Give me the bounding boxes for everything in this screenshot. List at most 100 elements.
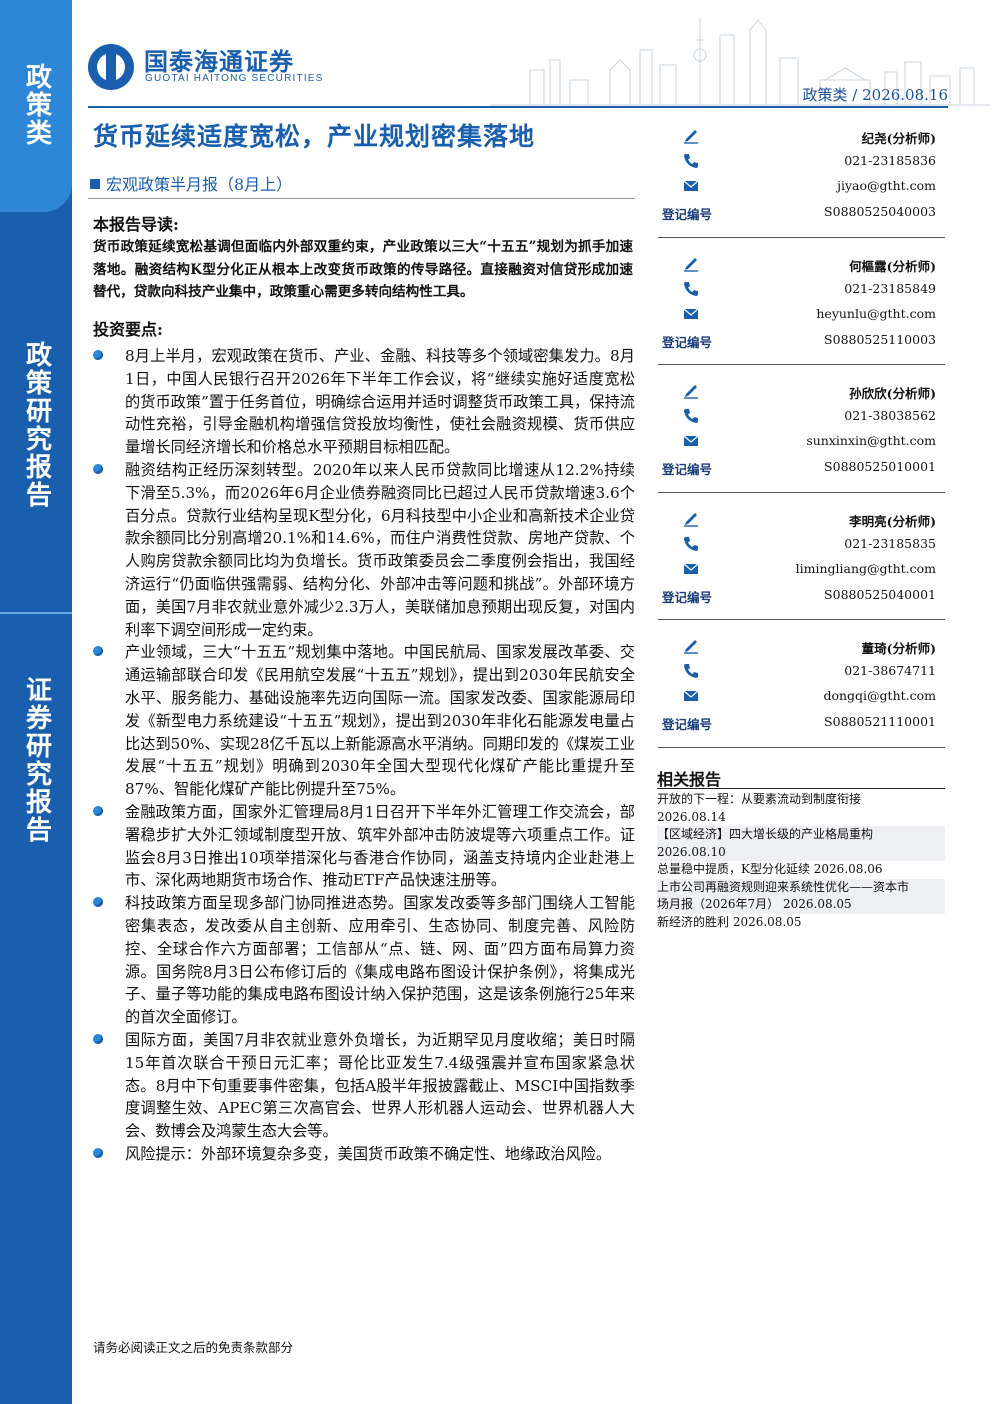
bullet-icon [93, 805, 103, 816]
guide-heading: 本报告导读: [93, 215, 179, 234]
analyst-name: 董琦(分析师) [861, 641, 936, 656]
analyst-email[interactable]: jiyao@gtht.com [837, 178, 936, 193]
pen-icon [682, 510, 700, 528]
analyst-email-row: sunxinxin@gtht.com [658, 430, 945, 454]
city-skyline-icon [490, 18, 990, 106]
analyst-email-row: jiyao@gtht.com [658, 175, 945, 199]
analyst-phone-row: 021-23185849 [658, 278, 945, 302]
analyst-card: 孙欣欣(分析师) 021-38038562 sunxinxin@gtht.com 登记… [658, 377, 945, 505]
analyst-reg-row: 登记编号 S0880525010001 [658, 456, 945, 480]
registration-label: 登记编号 [662, 589, 713, 605]
bullet-icon [93, 1033, 103, 1044]
phone-icon [682, 152, 700, 170]
registration-number: S0880521110001 [824, 714, 936, 729]
related-report-link[interactable]: 新经济的胜利 2026.08.05 [657, 914, 802, 929]
sidebar-tab-policy [0, 0, 72, 212]
point-text: 产业领域，三大“十五五”规划集中落地。中国民航局、国家发展改革委、交通运输部联合… [125, 643, 635, 799]
sidebar: 政策类 政策研究报告 证券研究报告 [0, 0, 72, 1404]
analyst-divider [658, 364, 945, 365]
analyst-divider [658, 619, 945, 620]
mail-icon [682, 560, 700, 578]
analyst-email[interactable]: dongqi@gtht.com [823, 688, 936, 703]
analyst-email-row: heyunlu@gtht.com [658, 303, 945, 327]
document-category-date: 政策类 / 2026.08.16 [802, 86, 948, 104]
logo-name-en: GUOTAI HAITONG SECURITIES [145, 73, 324, 84]
related-reports-heading: 相关报告 [657, 770, 722, 789]
header-divider [88, 106, 948, 108]
analyst-divider [658, 236, 945, 238]
analyst-name-row: 李明亮(分析师) [658, 508, 945, 532]
analyst-email[interactable]: sunxinxin@gtht.com [806, 433, 936, 448]
analyst-phone-row: 021-23185836 [658, 150, 945, 174]
analyst-email[interactable]: heyunlu@gtht.com [816, 305, 936, 321]
analyst-divider [658, 746, 945, 748]
phone-icon [682, 280, 700, 298]
related-report-link[interactable]: 上市公司再融资规则迎来系统性优化——资本市 [657, 878, 945, 896]
square-bullet-icon [90, 179, 100, 189]
list-item: 国际方面，美国7月非农就业意外负增长，为近期罕见月度收缩；美日时隔15年首次联合… [88, 1029, 635, 1143]
registration-number: S0880525040001 [824, 586, 936, 602]
pen-icon [682, 255, 700, 273]
analyst-reg-row: 登记编号 S0880525040001 [658, 584, 945, 608]
point-text: 8月上半月，宏观政策在货币、产业、金融、科技等多个领域密集发力。8月1日，中国人… [125, 347, 635, 457]
related-reports-divider [657, 788, 945, 789]
mail-icon [682, 687, 700, 705]
logo-name-cn: 国泰海通证券 [144, 48, 294, 76]
analyst-card: 李明亮(分析师) 021-23185835 limingliang@gtht.com… [658, 505, 945, 633]
bullet-icon [93, 1147, 103, 1158]
list-item: 8月上半月，宏观政策在货币、产业、金融、科技等多个领域密集发力。8月1日，中国人… [88, 345, 635, 459]
sidebar-label-securities-research: 证券研究报告 [21, 676, 52, 844]
analyst-name: 纪尧(分析师) [861, 131, 936, 146]
point-text: 风险提示：外部环境复杂多变，美国货币政策不确定性、地缘政治风险。 [125, 1144, 611, 1163]
point-text: 金融政策方面，国家外汇管理局8月1日召开下半年外汇管理工作交流会，部署稳步扩大外… [125, 802, 635, 890]
pen-icon [682, 127, 700, 145]
list-item: 科技政策方面呈现多部门协同推进态势。国家发改委等多部门围绕人工智能密集表态，发改… [88, 892, 635, 1029]
analyst-name-row: 孙欣欣(分析师) [658, 380, 945, 404]
analyst-phone-row: 021-23185835 [658, 533, 945, 557]
analyst-phone: 021-23185835 [844, 535, 936, 551]
report-title: 货币延续适度宽松，产业规划密集落地 [93, 122, 536, 151]
analyst-phone: 021-38674711 [844, 663, 936, 678]
analyst-phone: 021-23185849 [844, 280, 936, 296]
sidebar-label-policy-research: 政策研究报告 [21, 341, 52, 509]
guide-text: 货币政策延续宽松基调但面临内外部双重约束，产业政策以三大“十五五”规划为抓手加速… [93, 239, 633, 300]
related-report-date: 2026.08.14 [657, 809, 726, 824]
analyst-name-row: 纪尧(分析师) [658, 125, 945, 149]
company-logo: 国泰海通证券 GUOTAI HAITONG SECURITIES [88, 42, 338, 92]
related-report-date: 场月报（2026年7月） 2026.08.05 [657, 896, 945, 914]
related-report-link[interactable]: 【区域经济】四大增长级的产业格局重构 [657, 826, 945, 844]
pen-icon [682, 637, 700, 655]
pen-icon [682, 382, 700, 400]
list-item: 产业领域，三大“十五五”规划集中落地。中国民航局、国家发展改革委、交通运输部联合… [88, 641, 635, 801]
mail-icon [682, 432, 700, 450]
registration-label: 登记编号 [662, 462, 713, 477]
analyst-email-row: dongqi@gtht.com [658, 685, 945, 709]
bullet-icon [93, 350, 103, 360]
related-report-link[interactable]: 开放的下一程：从要素流动到制度衔接 [657, 792, 862, 806]
point-text: 国际方面，美国7月非农就业意外负增长，为近期罕见月度收缩；美日时隔15年首次联合… [125, 1030, 635, 1141]
registration-number: S0880525010001 [824, 459, 936, 474]
list-item: 风险提示：外部环境复杂多变，美国货币政策不确定性、地缘政治风险。 [88, 1143, 635, 1166]
point-text: 科技政策方面呈现多部门协同推进态势。国家发改委等多部门围绕人工智能密集表态，发改… [125, 894, 635, 1027]
registration-label: 登记编号 [662, 334, 713, 350]
analyst-phone: 021-38038562 [844, 408, 936, 423]
analyst-name-row: 董琦(分析师) [658, 635, 945, 659]
phone-icon [682, 662, 700, 680]
analyst-card: 何樞露(分析师) 021-23185849 heyunlu@gtht.com 登记编号… [658, 250, 945, 378]
related-report-link[interactable]: 总量稳中提质，K型分化延续 2026.08.06 [657, 862, 883, 876]
phone-icon [682, 407, 700, 425]
sidebar-label-policy: 政策类 [21, 63, 52, 147]
analyst-name: 何樞露(分析师) [849, 258, 936, 274]
points-heading: 投资要点: [93, 320, 163, 339]
bullet-icon [93, 646, 103, 657]
registration-label: 登记编号 [662, 207, 713, 222]
analyst-phone-row: 021-38674711 [658, 660, 945, 684]
analyst-email[interactable]: limingliang@gtht.com [795, 560, 936, 576]
report-subtitle: 宏观政策半月报（8月上） [90, 171, 292, 195]
analyst-divider [658, 491, 945, 493]
